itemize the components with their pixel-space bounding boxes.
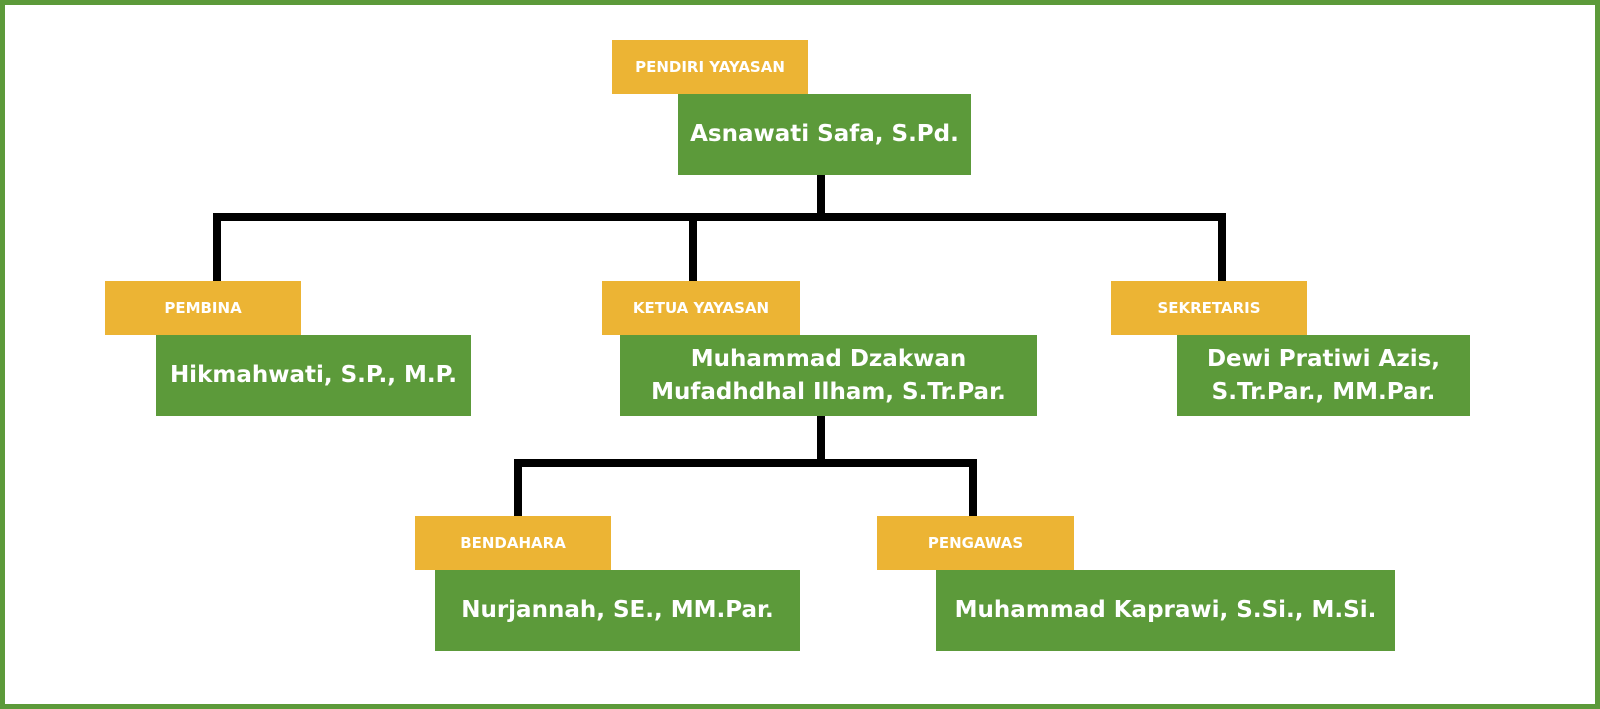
connector-line — [213, 213, 1226, 221]
role-label-ketua: KETUA YAYASAN — [602, 281, 800, 335]
name-line: Mufadhdhal Ilham, S.Tr.Par. — [651, 378, 1006, 405]
name-box-bendahara: Nurjannah, SE., MM.Par. — [435, 570, 800, 651]
role-label-sekretaris: SEKRETARIS — [1111, 281, 1307, 335]
name-box-sekretaris: Dewi Pratiwi Azis, S.Tr.Par., MM.Par. — [1177, 335, 1470, 416]
connector-line — [689, 213, 697, 281]
name-box-pembina: Hikmahwati, S.P., M.P. — [156, 335, 471, 416]
name-line: Muhammad Dzakwan — [690, 346, 967, 373]
connector-line — [514, 459, 522, 516]
name-box-pendiri: Asnawati Safa, S.Pd. — [678, 94, 971, 175]
name-box-ketua: Muhammad Dzakwan Mufadhdhal Ilham, S.Tr.… — [620, 335, 1037, 416]
name-line: Dewi Pratiwi Azis, — [1206, 346, 1441, 373]
connector-line — [817, 416, 825, 467]
role-label-pendiri: PENDIRI YAYASAN — [612, 40, 808, 94]
connector-line — [213, 213, 221, 281]
connector-line — [1218, 213, 1226, 281]
role-label-bendahara: BENDAHARA — [415, 516, 611, 570]
name-line: S.Tr.Par., MM.Par. — [1211, 378, 1436, 405]
role-label-pembina: PEMBINA — [105, 281, 301, 335]
connector-line — [969, 459, 977, 516]
connector-line — [817, 174, 825, 221]
name-box-pengawas: Muhammad Kaprawi, S.Si., M.Si. — [936, 570, 1395, 651]
role-label-pengawas: PENGAWAS — [877, 516, 1074, 570]
connector-line — [514, 459, 977, 467]
